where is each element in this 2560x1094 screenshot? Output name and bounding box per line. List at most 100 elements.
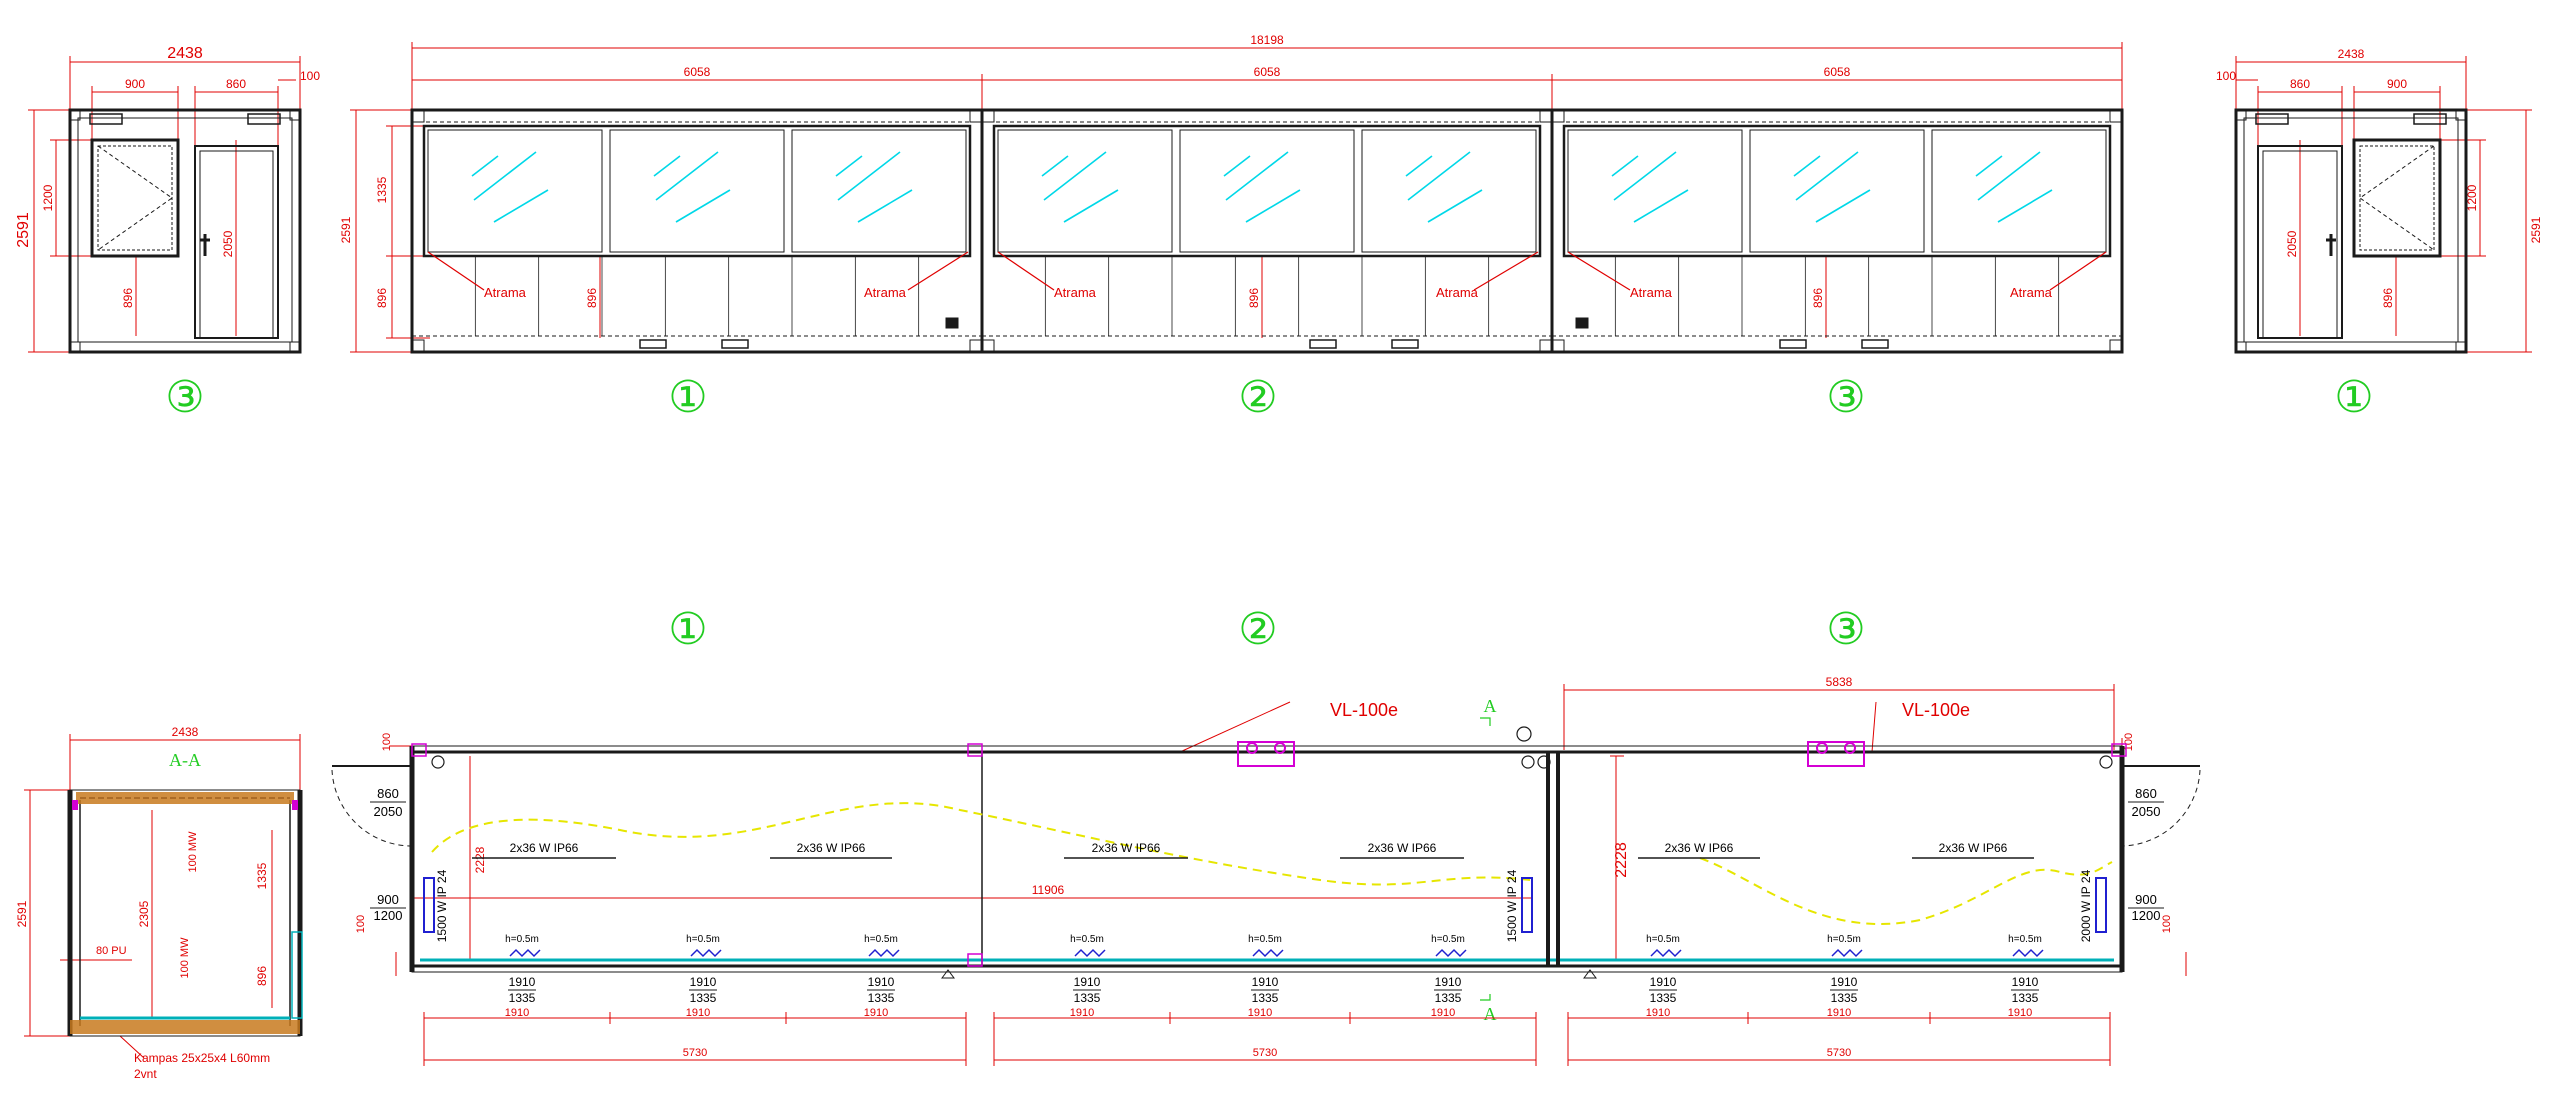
corner-casting <box>1539 109 1553 123</box>
window-height-label: 1335 <box>509 991 536 1005</box>
right-doorh-dim: 2050 <box>2285 230 2299 257</box>
segment-dim: 1910 <box>1070 1007 1094 1019</box>
glass-reflection <box>1997 189 2053 223</box>
glass-reflection <box>837 151 901 201</box>
glass-pane <box>1179 129 1355 253</box>
socket-icon <box>1831 948 1863 958</box>
forklift-pocket <box>1779 339 1807 349</box>
glass-pane <box>1361 129 1537 253</box>
module-frame <box>980 108 1554 354</box>
socket-icon <box>2012 948 2044 958</box>
section-sill-dim: 896 <box>255 966 269 986</box>
glass-reflection <box>471 155 499 177</box>
socket-icon <box>1435 948 1467 958</box>
module1-length-dim: 6058 <box>684 65 711 79</box>
glass-pane <box>1749 129 1925 253</box>
front-height-dim: 2591 <box>339 216 353 243</box>
corner-casting <box>969 109 983 123</box>
light-label-5: 2x36 W IP66 <box>1665 841 1734 855</box>
socket-height-label: h=0.5m <box>864 934 898 945</box>
dim-100-left: 100 <box>381 733 393 751</box>
corner-casting <box>969 339 983 353</box>
light-label-6: 2x36 W IP66 <box>1939 841 2008 855</box>
plan-structure <box>409 726 2127 973</box>
right-winh-dim: 1200 <box>2465 184 2479 211</box>
left-end-elevation: 2438 900 860 100 2591 1200 896 2050 ③ <box>15 45 320 423</box>
section-note-1: Kampas 25x25x4 L60mm <box>134 1051 270 1065</box>
front-modules <box>410 108 2124 354</box>
front-marker-1: ① <box>668 372 707 423</box>
glass-reflection <box>1223 155 1251 177</box>
corner-casting <box>2109 109 2123 123</box>
heater-mid-label: 1500 W IP 24 <box>1505 869 1519 942</box>
front-sill-dim-2: 896 <box>585 288 599 308</box>
dim-100-low-left: 100 <box>355 915 367 933</box>
left-100-dim: 100 <box>300 69 320 83</box>
door-right-height: 2050 <box>2132 804 2161 819</box>
corner-casting <box>411 339 425 353</box>
window-width-label: 1910 <box>1831 975 1858 989</box>
left-width-dim: 2438 <box>167 45 203 62</box>
window-height-label: 1335 <box>1252 991 1279 1005</box>
switch-symbol <box>1537 755 1551 769</box>
left-winh-dim: 1200 <box>41 184 55 211</box>
section-a-a: 2438 A-A 2591 2305 100 MW 100 MW 80 PU 1… <box>15 725 303 1081</box>
socket-box <box>1575 317 1589 329</box>
right-100-dim: 100 <box>2216 69 2236 83</box>
window-height-label: 1335 <box>1074 991 1101 1005</box>
win-right-height: 1200 <box>2132 908 2161 923</box>
left-doorh-dim: 2050 <box>221 230 235 257</box>
corner-casting <box>1539 339 1553 353</box>
glass-reflection <box>1427 189 1483 223</box>
socket-box <box>945 317 959 329</box>
plan-marker-1: ① <box>668 604 707 655</box>
light-label-2: 2x36 W IP66 <box>797 841 866 855</box>
glass-reflection <box>1611 155 1639 177</box>
window-width-label: 1910 <box>1650 975 1677 989</box>
switch-symbol <box>1521 755 1535 769</box>
socket-icon <box>1650 948 1682 958</box>
glass-pane <box>997 129 1173 253</box>
heater-mid-icon <box>1521 877 1533 933</box>
section-title: A-A <box>169 750 201 770</box>
section-mark-bottom: A <box>1484 1004 1497 1024</box>
forklift-pocket <box>1309 339 1337 349</box>
glass-reflection <box>1407 151 1471 201</box>
segment-dim: 1910 <box>1431 1007 1455 1019</box>
dim-11906: 11906 <box>1032 883 1065 897</box>
front-sill-dim-4: 896 <box>1811 288 1825 308</box>
vent-label-2: VL-100e <box>1902 700 1970 720</box>
switch-symbol <box>2099 755 2113 769</box>
switch-symbol <box>431 755 445 769</box>
socket-icon <box>1252 948 1284 958</box>
door-left-width: 860 <box>377 786 399 801</box>
module-dim: 5730 <box>1827 1047 1851 1059</box>
window-width-label: 1910 <box>509 975 536 989</box>
plan-right-door <box>2121 765 2201 847</box>
right-sill-dim: 896 <box>2381 288 2395 308</box>
front-window-dim: 1335 <box>375 176 389 203</box>
glass-reflection <box>1793 155 1821 177</box>
dim-5838: 5838 <box>1826 675 1853 689</box>
atrama-leaders <box>427 251 2107 291</box>
forklift-pocket <box>1391 339 1419 349</box>
connector-box <box>967 743 983 757</box>
glass-reflection <box>675 189 731 223</box>
glass-reflection <box>1975 155 2003 177</box>
window-height-label: 1335 <box>1435 991 1462 1005</box>
corner-casting <box>981 109 995 123</box>
segment-dim: 1910 <box>864 1007 888 1019</box>
datum-triangle <box>941 969 955 979</box>
front-marker-3: ③ <box>1826 372 1865 423</box>
right-width-dim: 2438 <box>2338 47 2365 61</box>
glass-reflection <box>1633 189 1689 223</box>
earth-symbol <box>1516 726 1532 742</box>
left-860-dim: 860 <box>226 77 246 91</box>
section-inner-height: 2305 <box>137 900 151 927</box>
section-window-dim: 1335 <box>255 862 269 889</box>
dim-100-right: 100 <box>2123 733 2135 751</box>
window-height-label: 1335 <box>2012 991 2039 1005</box>
glass-reflection <box>655 151 719 201</box>
segment-dim: 1910 <box>1248 1007 1272 1019</box>
socket-icon <box>509 948 541 958</box>
